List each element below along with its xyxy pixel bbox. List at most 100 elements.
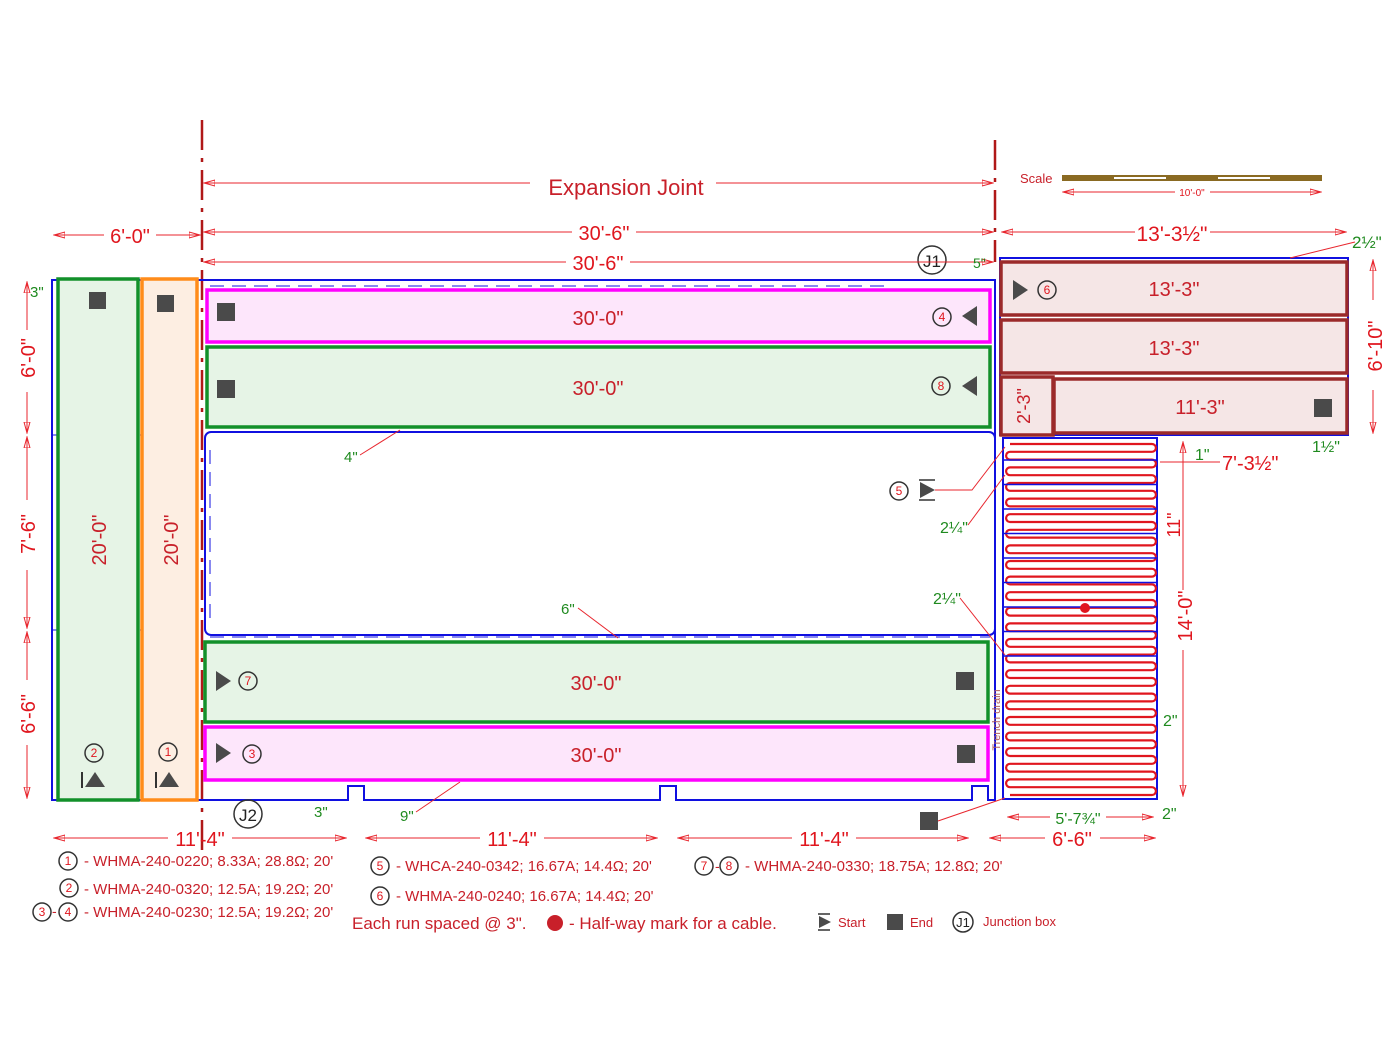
legend-end: End (887, 914, 933, 930)
svg-text:7: 7 (701, 859, 708, 873)
run-7: 7 30'-0" (203, 640, 990, 724)
svg-text:2: 2 (66, 881, 73, 895)
start-icon (81, 772, 105, 788)
dimensions: 6'-0" 30'-6" 30'-6" 13'-3½" 2½" 6'-10" 6… (18, 223, 1387, 851)
svg-text:11'-4": 11'-4" (175, 829, 224, 851)
svg-text:- WHMA-240-0220; 8.33A; 28.8Ω;: - WHMA-240-0220; 8.33A; 28.8Ω; 20' (84, 853, 333, 870)
svg-text:6'-0": 6'-0" (18, 338, 40, 378)
svg-text:7: 7 (245, 674, 252, 688)
legend-start: Start (818, 913, 866, 931)
svg-text:2": 2" (1163, 713, 1178, 730)
svg-text:- WHCA-240-0342; 16.67A; 14.4Ω: - WHCA-240-0342; 16.67A; 14.4Ω; 20' (396, 858, 652, 875)
svg-text:2½": 2½" (1352, 233, 1382, 252)
svg-text:11'-3": 11'-3" (1175, 397, 1224, 419)
svg-text:5": 5" (973, 255, 986, 271)
expansion-joint-label: Expansion Joint (548, 175, 703, 200)
svg-text:6'-6": 6'-6" (18, 694, 40, 734)
legend-junction: J1 Junction box (952, 911, 1056, 933)
svg-text:- WHMA-240-0330; 18.75A; 12.8Ω: - WHMA-240-0330; 18.75A; 12.8Ω; 20' (745, 858, 1003, 875)
svg-text:30'-0": 30'-0" (573, 378, 624, 400)
svg-text:3: 3 (39, 905, 46, 919)
trench-drain-label: Trench drain (991, 689, 1003, 750)
svg-text:6": 6" (561, 601, 575, 618)
scale-bar: Scale 10'-0" (1020, 171, 1322, 199)
expansion-joint: Expansion Joint (200, 120, 997, 850)
run-3: 3 30'-0" (203, 725, 990, 782)
start-icon (216, 671, 231, 691)
legend-item-5: 5 - WHCA-240-0342; 16.67A; 14.4Ω; 20' (370, 856, 652, 876)
svg-text:4: 4 (939, 310, 946, 324)
halfway-legend-icon (547, 915, 563, 931)
run-5-start: 5 (889, 446, 1006, 501)
svg-text:1": 1" (1195, 447, 1210, 464)
run-length: 20'-0" (89, 515, 111, 566)
marker-2: 2 (84, 743, 104, 763)
svg-text:30'-6": 30'-6" (579, 223, 630, 245)
svg-text:6: 6 (1044, 283, 1051, 297)
run-4: 30'-0" 4 (205, 288, 992, 344)
svg-text:- WHMA-240-0230; 12.5A; 19.2Ω;: - WHMA-240-0230; 12.5A; 19.2Ω; 20' (84, 904, 333, 921)
svg-text:J1: J1 (956, 915, 970, 930)
svg-text:7'-3½": 7'-3½" (1222, 453, 1279, 475)
svg-text:-: - (715, 858, 720, 874)
svg-text:1: 1 (165, 745, 172, 759)
svg-text:2: 2 (91, 746, 98, 760)
svg-text:4: 4 (65, 905, 72, 919)
svg-text:9": 9" (400, 808, 414, 825)
svg-text:3": 3" (314, 804, 328, 821)
legend-item-1: 1 - WHMA-240-0220; 8.33A; 28.8Ω; 20' (58, 851, 333, 871)
svg-text:- WHMA-240-0240; 16.67A; 14.4Ω: - WHMA-240-0240; 16.67A; 14.4Ω; 20' (396, 888, 654, 905)
run-1-column: 20'-0" 1 (140, 277, 199, 802)
run-5-serpentine (1003, 442, 1157, 797)
svg-text:8: 8 (726, 859, 733, 873)
svg-text:End: End (910, 915, 933, 930)
svg-text:J2: J2 (239, 806, 257, 825)
spacing-note: Each run spaced @ 3". (352, 914, 527, 933)
svg-text:2": 2" (1162, 806, 1177, 823)
cable-serpentine (1005, 442, 1157, 797)
svg-text:2¼": 2¼" (940, 520, 968, 537)
svg-text:6: 6 (377, 889, 384, 903)
legend: 1 - WHMA-240-0220; 8.33A; 28.8Ω; 20' 2 -… (32, 851, 1056, 933)
end-icon (89, 292, 106, 309)
start-icon (962, 376, 977, 396)
svg-text:7'-6": 7'-6" (18, 514, 40, 554)
run-length: 20'-0" (161, 515, 183, 566)
end-icon (157, 295, 174, 312)
svg-text:3": 3" (30, 284, 44, 301)
svg-text:2¼": 2¼" (933, 591, 961, 608)
svg-text:1: 1 (65, 854, 72, 868)
marker-1: 1 (158, 742, 178, 762)
svg-text:8: 8 (938, 379, 945, 393)
start-icon (962, 306, 977, 326)
svg-text:6'-6": 6'-6" (1052, 829, 1092, 851)
svg-text:13'-3½": 13'-3½" (1136, 223, 1207, 246)
svg-text:3: 3 (249, 747, 256, 761)
svg-text:6'-0": 6'-0" (110, 226, 150, 248)
legend-item-2: 2 - WHMA-240-0320; 12.5A; 19.2Ω; 20' (59, 878, 333, 898)
svg-text:13'-3": 13'-3" (1149, 279, 1200, 301)
run-8: 30'-0" 8 (205, 345, 992, 429)
svg-text:11'-4": 11'-4" (799, 829, 848, 851)
svg-text:- WHMA-240-0320; 12.5A; 19.2Ω;: - WHMA-240-0320; 12.5A; 19.2Ω; 20' (84, 881, 333, 898)
legend-item-6: 6 - WHMA-240-0240; 16.67A; 14.4Ω; 20' (370, 886, 654, 906)
start-icon (1013, 280, 1028, 300)
svg-text:30'-0": 30'-0" (573, 308, 624, 330)
start-icon (155, 772, 179, 788)
svg-text:5: 5 (896, 484, 903, 498)
svg-text:30'-0": 30'-0" (571, 673, 622, 695)
start-icon (216, 743, 231, 763)
legend-item-7-8: 7 - 8 - WHMA-240-0330; 18.75A; 12.8Ω; 20… (694, 856, 1003, 876)
junction-box-j2: J2 (233, 799, 263, 829)
svg-text:30'-6": 30'-6" (573, 253, 624, 275)
svg-text:30'-0": 30'-0" (571, 745, 622, 767)
halfway-mark (1080, 603, 1090, 613)
legend-item-3-4: 3 4 - - WHMA-240-0230; 12.5A; 19.2Ω; 20' (32, 902, 333, 922)
svg-text:2'-3": 2'-3" (1014, 388, 1034, 424)
svg-text:5: 5 (377, 859, 384, 873)
junction-box-j1: J1 (917, 245, 947, 275)
run-6: 6 13'-3" 13'-3" 2'-3" 11'-3" (999, 260, 1349, 437)
svg-text:Start: Start (838, 915, 866, 930)
svg-text:14'-0": 14'-0" (1175, 591, 1197, 642)
